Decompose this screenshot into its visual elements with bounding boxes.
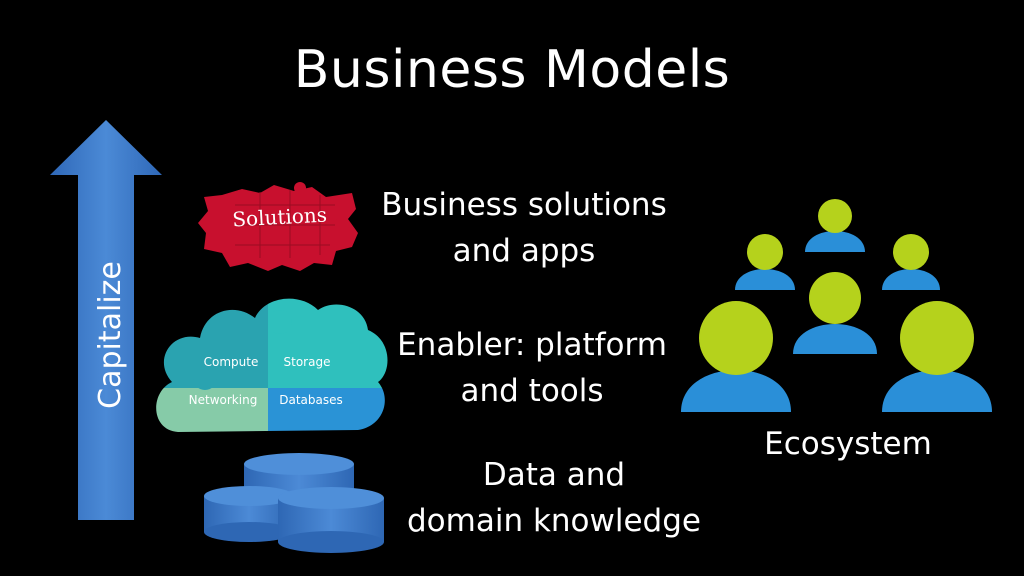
layer-data-text: Data and domain knowledge	[396, 452, 712, 544]
platform-cloud-icon	[150, 290, 398, 438]
person-icon	[805, 199, 865, 252]
layer-enabler-line1: Enabler: platform	[382, 322, 682, 368]
layer-data-line1: Data and	[396, 452, 712, 498]
layer-data-line2: domain knowledge	[396, 498, 712, 544]
person-icon	[882, 234, 940, 290]
layer-enabler-text: Enabler: platform and tools	[382, 322, 682, 414]
cloud-label-networking: Networking	[189, 393, 258, 407]
data-cylinders-icon	[204, 453, 384, 553]
layer-solutions-text: Business solutions and apps	[372, 182, 676, 274]
person-icon	[793, 272, 877, 354]
puzzle-label: Solutions	[232, 203, 328, 232]
person-icon	[735, 234, 795, 290]
person-icon	[882, 301, 992, 412]
layer-enabler-line2: and tools	[382, 368, 682, 414]
cloud-label-databases: Databases	[279, 393, 343, 407]
layer-solutions-line1: Business solutions	[372, 182, 676, 228]
cloud-label-storage: Storage	[284, 355, 331, 369]
person-icon	[681, 301, 791, 412]
ecosystem-people-icon	[681, 199, 992, 412]
arrow-label: Capitalize	[93, 261, 128, 409]
ecosystem-label: Ecosystem	[748, 426, 948, 462]
cloud-label-compute: Compute	[204, 355, 259, 369]
layer-solutions-line2: and apps	[372, 228, 676, 274]
